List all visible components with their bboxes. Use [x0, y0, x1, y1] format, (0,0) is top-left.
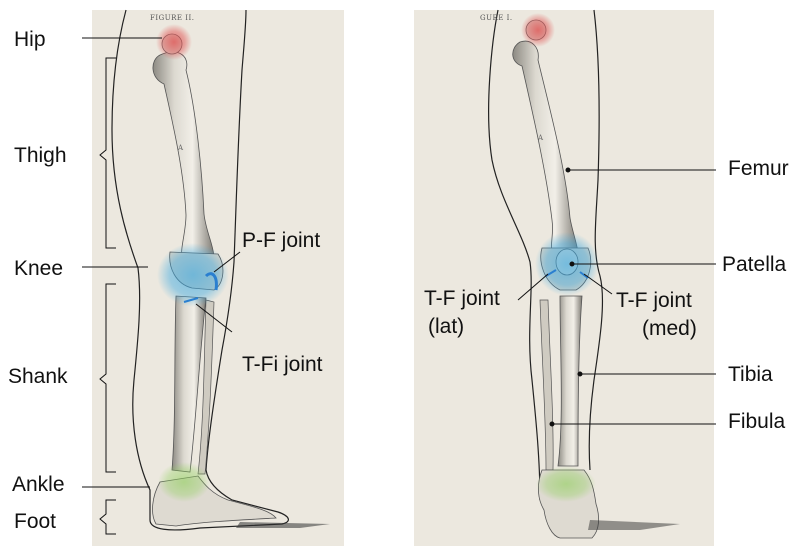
tibia-label: Tibia: [728, 364, 773, 385]
patella-label: Patella: [722, 254, 786, 275]
foot-label: Foot: [14, 511, 56, 532]
pf-joint-label: P-F joint: [242, 230, 320, 251]
left-knee-highlight: [157, 243, 229, 307]
thigh-label: Thigh: [14, 145, 67, 166]
fibula-leader-dot: [550, 422, 554, 426]
knee-label: Knee: [14, 258, 63, 279]
shank-label: Shank: [8, 366, 68, 387]
femur-leader-dot: [566, 168, 570, 172]
ankle-label: Ankle: [12, 474, 65, 495]
right-hip-highlight: [521, 13, 555, 47]
fibula-label: Fibula: [728, 411, 785, 432]
left-plate: A: [92, 10, 344, 546]
right-plate-letter-a: A: [537, 134, 544, 142]
tfi-joint-label: T-Fi joint: [242, 354, 323, 375]
right-ankle-highlight: [536, 466, 596, 502]
left-plate-letter-a: A: [177, 144, 184, 152]
hip-label: Hip: [14, 29, 46, 50]
right-plate-title: GURE I.: [480, 14, 513, 22]
femur-label: Femur: [728, 158, 789, 179]
tf-joint-lat-label-line2: (lat): [428, 316, 464, 337]
tf-joint-lat-label-line1: T-F joint: [424, 288, 500, 309]
right-plate: A: [414, 10, 714, 546]
right-tibia-bone: [558, 296, 582, 466]
left-ankle-highlight: [158, 462, 210, 502]
left-plate-title: FIGURE II.: [150, 14, 194, 22]
tibia-leader-dot: [578, 372, 582, 376]
tf-joint-med-label-line1: T-F joint: [616, 290, 692, 311]
patella-leader-dot: [570, 262, 574, 266]
tf-joint-med-label-line2: (med): [642, 318, 697, 339]
left-hip-highlight: [156, 24, 192, 60]
